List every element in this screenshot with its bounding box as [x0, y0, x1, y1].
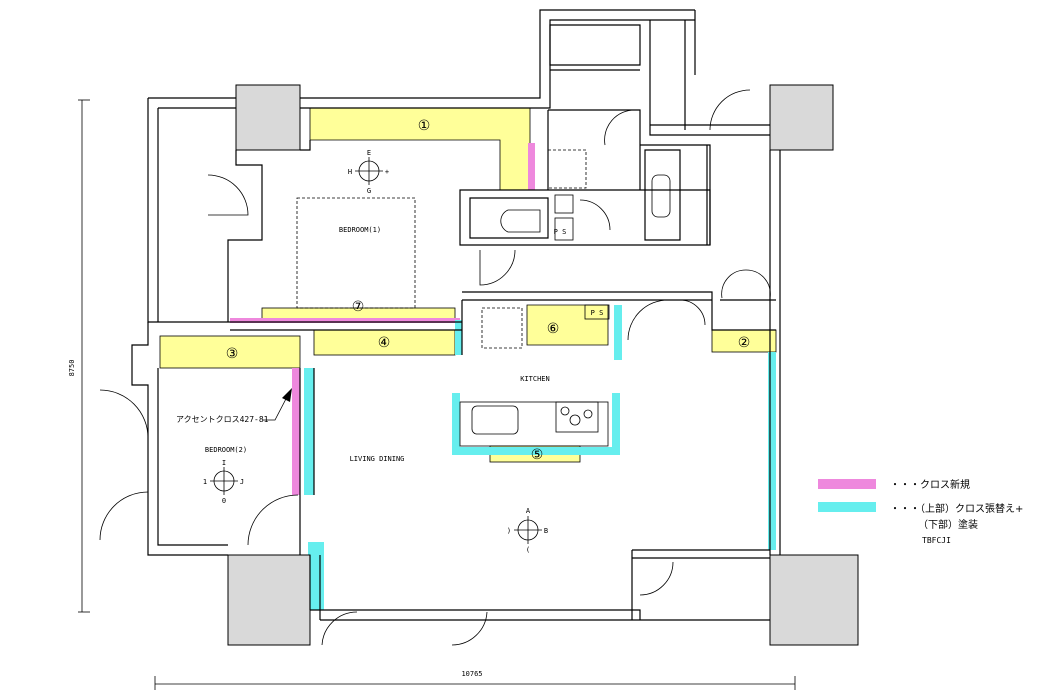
legend-pink-swatch — [818, 479, 876, 489]
ps-label-2: P S — [591, 309, 604, 317]
legend: ・・・クロス新規 ・・・（上部）クロス張替え+ （下部）塗装 TBFCJI — [818, 478, 1023, 545]
svg-text:A: A — [526, 507, 531, 515]
compass-icon-3: A ) B ( — [507, 507, 548, 554]
ps-label-1: P S — [554, 228, 567, 236]
compass-icon-1: E H + G — [348, 149, 389, 195]
area-4 — [313, 329, 456, 356]
walls — [131, 9, 781, 621]
svg-text:0: 0 — [222, 497, 226, 505]
area-6 — [526, 304, 609, 346]
arrow-icon — [282, 388, 292, 402]
legend-cyan-label-1: ・・・（上部）クロス張替え+ — [890, 502, 1023, 515]
accent-leader — [263, 394, 289, 421]
width-dimension: 10765 — [461, 670, 482, 678]
doors — [99, 89, 771, 646]
structural-columns — [227, 84, 859, 646]
svg-text:+: + — [385, 168, 389, 176]
area-label-3: ③ — [226, 346, 239, 362]
svg-text:J: J — [240, 478, 244, 486]
svg-text:I: I — [222, 459, 226, 467]
legend-cyan-swatch — [818, 502, 876, 512]
compass-icon-2: I 1 J 0 — [203, 459, 244, 505]
svg-text:(: ( — [526, 546, 530, 554]
legend-cyan-label-3: TBFCJI — [922, 536, 951, 545]
dimension-lines — [78, 99, 796, 690]
svg-text:G: G — [367, 187, 371, 195]
legend-pink-label: ・・・クロス新規 — [890, 478, 970, 491]
legend-cyan-label-2: （下部）塗装 — [918, 518, 978, 531]
height-dimension: 8750 — [68, 360, 76, 377]
svg-text:H: H — [348, 168, 352, 176]
area-label-7: ⑦ — [352, 299, 365, 315]
area-3 — [159, 335, 301, 369]
bedroom1-label: BEDROOM(1) — [339, 226, 381, 234]
svg-text:1: 1 — [203, 478, 207, 486]
pink-walls — [230, 143, 535, 495]
svg-text:E: E — [367, 149, 371, 157]
area-label-6: ⑥ — [547, 321, 560, 337]
svg-text:): ) — [507, 527, 511, 535]
furniture-outlines — [296, 149, 587, 349]
area-label-4: ④ — [378, 335, 391, 351]
kitchen-label: KITCHEN — [520, 375, 550, 383]
area-label-2: ② — [738, 335, 751, 351]
yellow-areas — [159, 107, 777, 463]
area-label-1: ① — [418, 118, 431, 134]
svg-text:B: B — [544, 527, 548, 535]
living-dining-label: LIVING DINING — [350, 455, 405, 463]
accent-note: アクセントクロス427-81 — [176, 415, 269, 424]
area-label-5: ⑤ — [531, 447, 544, 463]
bedroom2-label: BEDROOM(2) — [205, 446, 247, 454]
